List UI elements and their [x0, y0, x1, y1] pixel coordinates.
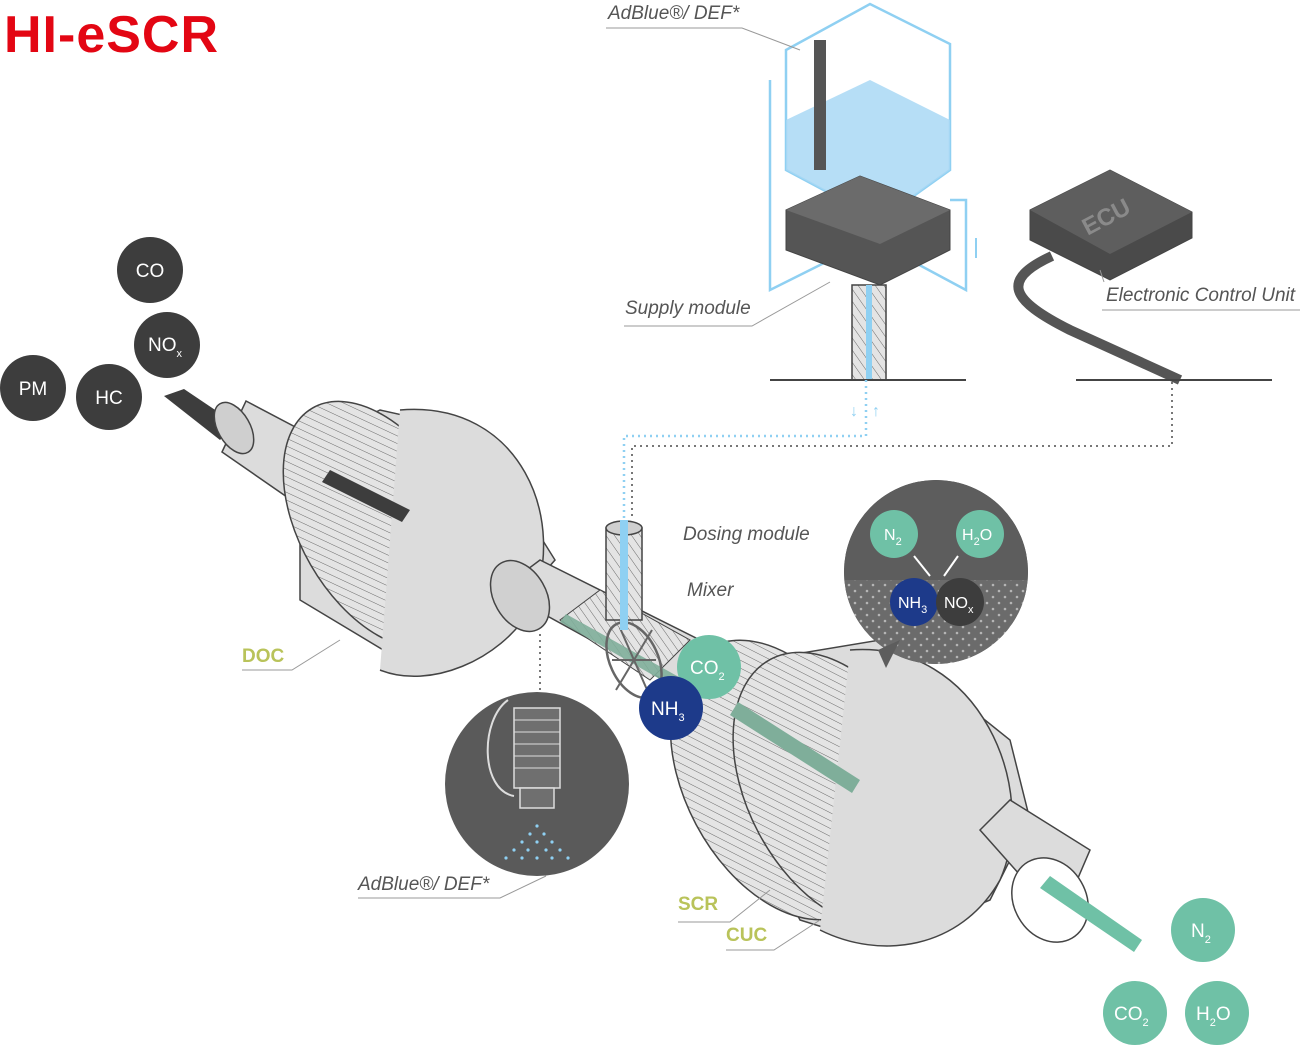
adblue-top-label: AdBlue®/ DEF* — [607, 3, 740, 24]
reaction-nh3-label: NH3 — [898, 595, 927, 616]
ecu-box: ECU — [1013, 169, 1272, 385]
flow-down-arrow: ↓ — [850, 403, 858, 420]
supply-module-label: Supply module — [625, 298, 751, 319]
inlet-co-label: CO — [136, 261, 165, 282]
scr-label: SCR — [678, 894, 718, 915]
mixer-co2-label: CO2 — [690, 658, 725, 683]
mixer-co2-molecule — [677, 635, 741, 699]
inlet-pm-molecule — [0, 355, 66, 421]
outlet-pipe — [978, 799, 1142, 952]
reaction-n2-molecule — [870, 510, 918, 558]
reaction-zoom: N2 H2O NH3 NOx — [844, 480, 1028, 668]
inlet-pm-label: PM — [19, 379, 48, 400]
reaction-h2o-label: H2O — [962, 527, 992, 548]
dosing-module — [605, 520, 643, 630]
outlet-molecules: N2 CO2 H2O — [1103, 898, 1249, 1045]
labels: AdBlue®/ DEF* Supply module Electronic C… — [242, 3, 1296, 946]
mixer-molecules: CO2 NH3 — [639, 635, 741, 740]
logo-text: HI-eSCR — [4, 6, 219, 64]
scr-cuc-canister — [669, 639, 1031, 947]
outlet-n2-molecule — [1171, 898, 1235, 962]
supply-module — [770, 175, 966, 381]
signal-lines: ↓ ↑ — [539, 380, 1173, 690]
leader-lines — [242, 27, 1300, 951]
reaction-n2-label: N2 — [884, 527, 902, 548]
outlet-co2-molecule — [1103, 981, 1167, 1045]
mixer-nh3-molecule — [639, 676, 703, 740]
dosing-module-label: Dosing module — [683, 524, 810, 545]
adblue-bottom-label: AdBlue®/ DEF* — [357, 874, 490, 895]
ecu-full-label: Electronic Control Unit — [1106, 285, 1296, 306]
inlet-nox-label: NOx — [148, 335, 183, 360]
injector-zoom — [445, 692, 629, 876]
reaction-nox-molecule — [936, 578, 984, 626]
mixer-nh3-label: NH3 — [651, 699, 685, 724]
reaction-nox-label: NOx — [944, 595, 974, 616]
inlet-hc-molecule — [76, 364, 142, 430]
outlet-h2o-molecule — [1185, 981, 1249, 1045]
inlet-co-molecule — [117, 237, 183, 303]
hi-escr-logo: HI-eSCR — [4, 6, 219, 64]
outlet-n2-label: N2 — [1191, 921, 1211, 946]
inlet-molecules: CO NOx PM HC — [0, 237, 200, 430]
outlet-co2-label: CO2 — [1114, 1004, 1149, 1029]
cuc-label: CUC — [726, 925, 767, 946]
mixer-label: Mixer — [687, 580, 734, 601]
adblue-tank — [768, 2, 977, 293]
reaction-nh3-molecule — [890, 578, 938, 626]
flow-up-arrow: ↑ — [872, 403, 880, 420]
inlet-nox-molecule — [134, 312, 200, 378]
outlet-h2o-label: H2O — [1196, 1004, 1231, 1029]
reaction-h2o-molecule — [956, 510, 1004, 558]
inlet-hc-label: HC — [95, 388, 122, 409]
doc-canister — [282, 400, 556, 678]
doc-label: DOC — [242, 646, 285, 667]
